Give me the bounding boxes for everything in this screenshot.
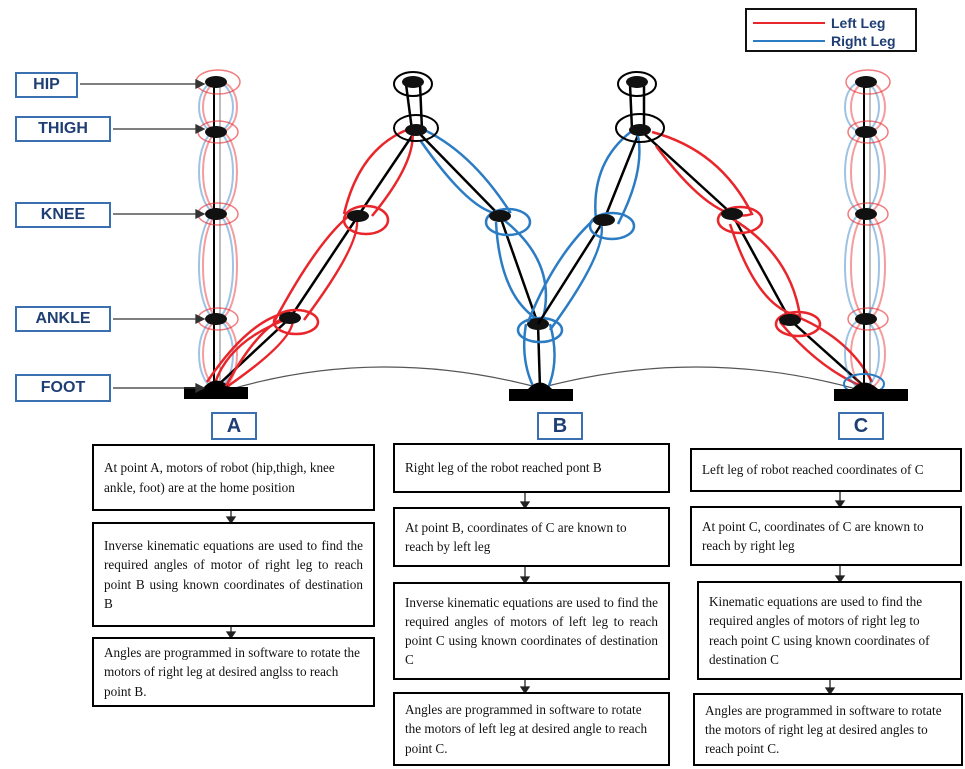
flow-c-step-3: Kinematic equations are used to find the… xyxy=(697,581,962,680)
joint-label-knee: KNEE xyxy=(15,202,111,228)
flow-a-step-1: At point A, motors of robot (hip,thigh, … xyxy=(92,444,375,511)
flow-b-step-4: Angles are programmed in software to rot… xyxy=(393,692,670,766)
flow-c-step-4-text: Angles are programmed in software to rot… xyxy=(705,702,942,757)
legend-right-leg-swatch xyxy=(753,40,825,42)
legend-left-leg-label: Left Leg xyxy=(831,15,886,31)
joint-label-ankle: ANKLE xyxy=(15,306,111,332)
legend-left-leg: Left Leg xyxy=(753,14,885,32)
flow-a-step-1-text: At point A, motors of robot (hip,thigh, … xyxy=(104,460,335,495)
label-arrows xyxy=(80,78,206,394)
point-label-a: A xyxy=(211,412,257,440)
flow-b-step-1-text: Right leg of the robot reached pont B xyxy=(405,460,602,476)
flow-c-step-2-text: At point C, coordinates of C are known t… xyxy=(702,518,924,553)
flow-b-step-3-text: Inverse kinematic equations are used to … xyxy=(405,594,658,668)
legend-right-leg-label: Right Leg xyxy=(831,33,896,49)
flow-b-step-1: Right leg of the robot reached pont B xyxy=(393,443,670,493)
step-arc-a-b xyxy=(227,366,541,391)
legend-right-leg: Right Leg xyxy=(753,32,896,50)
flow-c-step-1: Left leg of robot reached coordinates of… xyxy=(690,448,962,492)
flow-c-step-3-text: Kinematic equations are used to find the… xyxy=(709,594,930,667)
joint-label-thigh: THIGH xyxy=(15,116,111,142)
legend-left-leg-swatch xyxy=(753,22,825,24)
flow-a-step-3: Angles are programmed in software to rot… xyxy=(92,637,375,707)
flow-b-step-3: Inverse kinematic equations are used to … xyxy=(393,582,670,680)
leg-transition-b xyxy=(526,71,874,390)
point-label-c: C xyxy=(838,412,884,440)
leg-transition-a xyxy=(215,71,564,389)
joint-label-foot: FOOT xyxy=(15,374,111,402)
flow-c-step-1-text: Left leg of robot reached coordinates of… xyxy=(702,462,924,478)
flow-a-step-3-text: Angles are programmed in software to rot… xyxy=(104,645,360,699)
flow-b-step-2: At point B, coordinates of C are known t… xyxy=(393,507,670,567)
flow-a-step-2: Inverse kinematic equations are used to … xyxy=(92,522,375,627)
walking-gait-diagram xyxy=(80,69,908,401)
flow-a-step-2-text: Inverse kinematic equations are used to … xyxy=(104,538,363,611)
flow-c-step-2: At point C, coordinates of C are known t… xyxy=(690,506,962,566)
legend: Left Leg Right Leg xyxy=(745,8,917,52)
flow-c-step-4: Angles are programmed in software to rot… xyxy=(693,693,963,766)
flow-b-step-2-text: At point B, coordinates of C are known t… xyxy=(405,519,627,554)
stance-b-foot xyxy=(509,382,573,401)
joint-label-hip: HIP xyxy=(15,72,78,98)
stance-c xyxy=(834,69,908,401)
step-arc-b-c xyxy=(539,366,861,391)
flow-b-step-4-text: Angles are programmed in software to rot… xyxy=(405,702,648,756)
point-label-b: B xyxy=(537,412,583,440)
